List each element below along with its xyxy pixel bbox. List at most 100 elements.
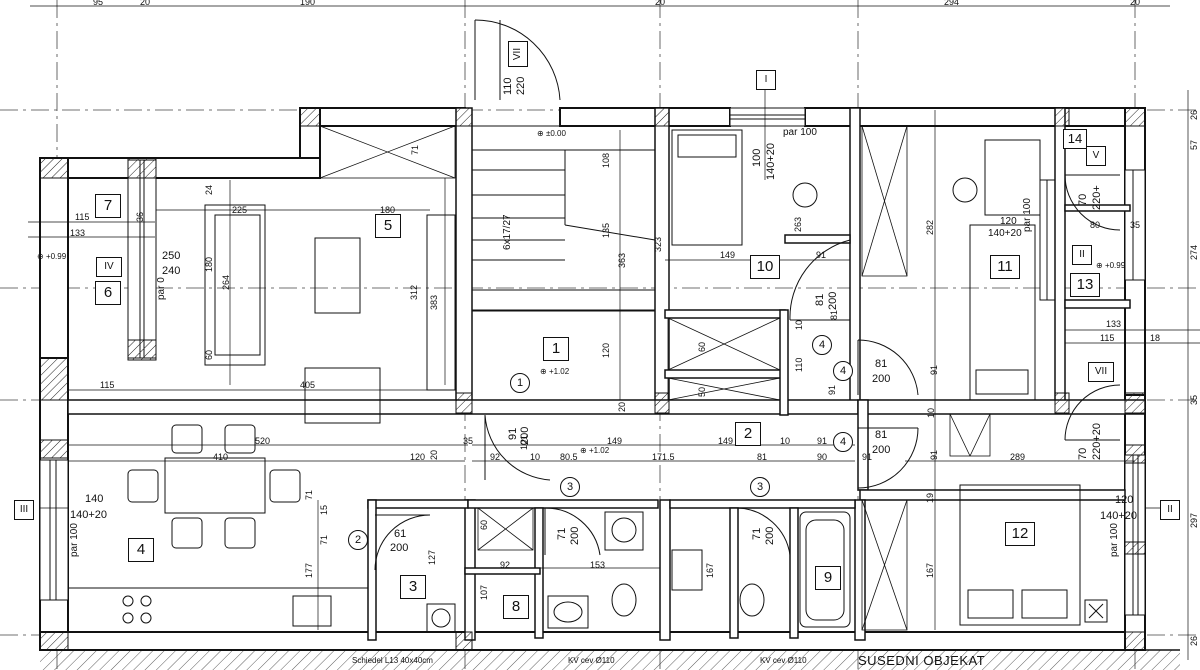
room-1-label: 1 [543,337,569,361]
door-height: 200 [764,526,776,545]
top-dim: 294 [944,0,960,7]
dim-h: 90 [817,452,828,462]
room-4-label: 4 [128,538,154,562]
dim-h: 149 [607,436,623,446]
door-height: 200 [827,291,839,310]
door-4a-width: 81 [814,293,826,306]
opening-iv-width: 250 [162,251,180,262]
door-tag-4b: 4 [833,361,853,381]
dim-h: 133 [1106,319,1122,329]
opening-iv-sill: par 0 [156,277,167,300]
door-width: 81 [814,293,826,306]
stairs [471,125,656,312]
dim-h: 91 [862,452,873,462]
door-4c-height: 200 [872,445,890,456]
bed-12 [959,484,1081,626]
opening-vii-right-width: 70 [1077,447,1089,460]
level-value: +0.99 [1104,261,1126,270]
room-6-label: 6 [95,281,121,305]
door-width: 81 [875,429,888,441]
door-height: 200 [390,542,409,554]
opening-width: 120 [1115,494,1134,506]
dim-h: 92 [490,452,501,462]
top-dim: 20 [1130,0,1141,7]
dim-v: 108 [601,152,611,168]
bed-10 [671,129,743,246]
opening-width: 110 [502,77,514,95]
bathtub [799,511,851,628]
opening-width: 140 [85,493,104,505]
level-marker-stair: ⊕ ±0.00 [537,129,566,138]
window-tag-ii-upper: II [1072,245,1092,265]
dim-h: 91 [817,436,828,446]
opening-width: 250 [162,250,181,262]
opening-ii-right-width: 120 [1115,495,1133,506]
opening-iii-sill: par 100 [69,523,80,557]
opening-sill: par 0 [156,277,167,300]
right-dim: 26 [1189,635,1199,646]
door-height: 200 [872,373,891,385]
dining-table [164,457,266,514]
dim-v: 60 [697,341,707,352]
opening-width: 70 [1077,447,1089,460]
door-4b-width: 81 [875,359,887,370]
room-12-label: 12 [1005,522,1035,546]
coffee-table [314,237,361,314]
opening-sill: par 100 [1109,523,1120,557]
window-tag-vii-top: VII [508,41,528,67]
water-pipe-label-2: KV cev Ø110 [760,656,807,665]
shafts [319,125,991,631]
dim-h: 115 [1100,333,1115,343]
dim-h: 10 [530,452,541,462]
opening-vii-right-height: 220+20 [1091,422,1103,460]
dim-v: 24 [204,184,214,195]
dim-h: 115 [100,380,115,390]
dim-v: 15 [319,504,329,515]
door-tag-4a: 4 [812,335,832,355]
door-width: 61 [394,528,407,540]
top-dim: 20 [140,0,151,7]
door-3a-width: 71 [556,528,568,540]
dim-v: 135 [601,222,611,238]
door-tag-4c: 4 [833,432,853,452]
opening-sill: par 100 [69,523,80,557]
opening-height: 140+20 [988,228,1022,239]
opening-ii-right-sill: par 100 [1109,523,1120,557]
right-dim: 26 [1189,109,1199,120]
room-7-label: 7 [95,194,121,218]
room-2-label: 2 [735,422,761,446]
opening-height: 220+20 [1091,422,1103,460]
opening-height: 220+ [1091,185,1103,210]
opening-i-width: 100 [751,149,763,167]
window-tag-iv: IV [96,257,122,277]
dim-v: 71 [304,489,314,500]
dim-h: 80 [1090,220,1101,230]
dim-v: 36 [135,211,145,222]
door-width: 91 [507,427,519,440]
door-tag-2: 2 [348,530,368,550]
dim-v: 91 [827,384,837,395]
dim-h: 35 [463,436,474,446]
opening-v-width: 70 [1077,194,1089,206]
ground-hatch [40,650,1180,670]
door-tag-1: 1 [510,373,530,393]
door-4a-height: 200 [827,291,839,310]
room-14-label: 14 [1063,129,1087,149]
dim-h: 153 [590,560,606,570]
door-width: 71 [751,527,763,540]
sofa [204,204,266,366]
dim-h: 35 [1130,220,1141,230]
door-3a-height: 200 [569,527,581,545]
opening-ii-top-height: 140+20 [988,229,1022,239]
door-tag-3b: 3 [750,477,770,497]
neighbor-building-label: SUSEDNI OBJEKAT [858,653,986,668]
dim-h: 171.5 [652,452,675,462]
top-dim: 190 [300,0,316,7]
dim-v: 91 [929,364,939,375]
chimney [426,603,456,633]
dim-h: 92 [500,560,511,570]
dim-v: 10 [794,319,804,330]
window-tag-vii-right: VII [1088,362,1114,382]
level-marker-hall: ⊕ +1.02 [580,446,610,455]
